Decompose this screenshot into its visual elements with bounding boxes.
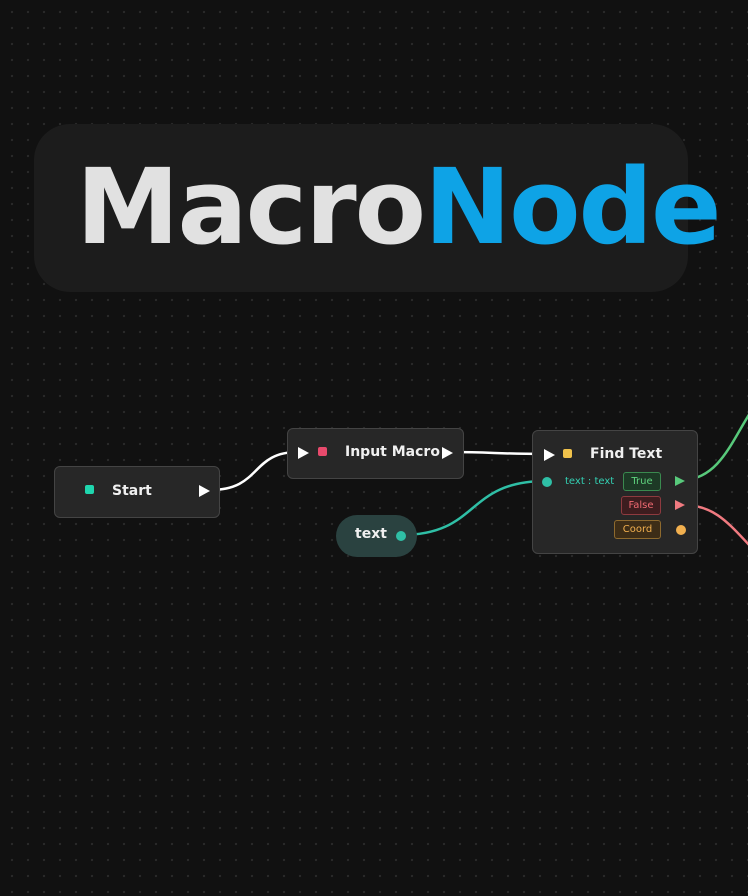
find-text-coord-output: Coord <box>614 520 661 539</box>
logo-text-macro: Macro <box>76 146 426 268</box>
logo-text-node: Node <box>424 146 721 268</box>
find-text-input-label: text : text <box>565 476 615 487</box>
wire-start-to-input-macro[interactable] <box>209 450 299 492</box>
find-text-exec-input-port-icon[interactable] <box>544 449 555 461</box>
find-text-false-output-port-icon[interactable] <box>675 500 685 510</box>
wire-text-to-find-text[interactable] <box>400 479 547 537</box>
start-node-title: Start <box>112 483 152 499</box>
node-start[interactable]: Start <box>54 466 220 518</box>
input-macro-node-indicator-icon <box>318 447 327 456</box>
find-text-text-input-port-icon[interactable] <box>542 477 552 487</box>
node-input-macro[interactable]: Input Macro <box>287 428 464 479</box>
wire-input-macro-to-find-text[interactable] <box>451 450 544 456</box>
start-node-indicator-icon <box>85 485 94 494</box>
input-macro-exec-output-port-icon[interactable] <box>442 447 453 459</box>
input-macro-exec-input-port-icon[interactable] <box>298 447 309 459</box>
text-node-output-port-icon[interactable] <box>396 531 406 541</box>
logo-panel: MacroNode <box>34 124 722 292</box>
find-text-true-output: True <box>623 472 661 491</box>
start-exec-output-port-icon[interactable] <box>199 485 210 497</box>
node-find-text[interactable]: Find Text text : text True False Coord <box>532 430 698 554</box>
find-text-false-output: False <box>621 496 661 515</box>
find-text-true-output-port-icon[interactable] <box>675 476 685 486</box>
find-text-node-indicator-icon <box>563 449 572 458</box>
input-macro-node-title: Input Macro <box>345 444 440 460</box>
find-text-node-title: Find Text <box>590 446 663 462</box>
find-text-coord-output-port-icon[interactable] <box>676 525 686 535</box>
node-text-variable[interactable]: text <box>336 515 417 557</box>
text-node-title: text <box>355 526 387 542</box>
logo-wordmark: MacroNode <box>76 155 722 259</box>
